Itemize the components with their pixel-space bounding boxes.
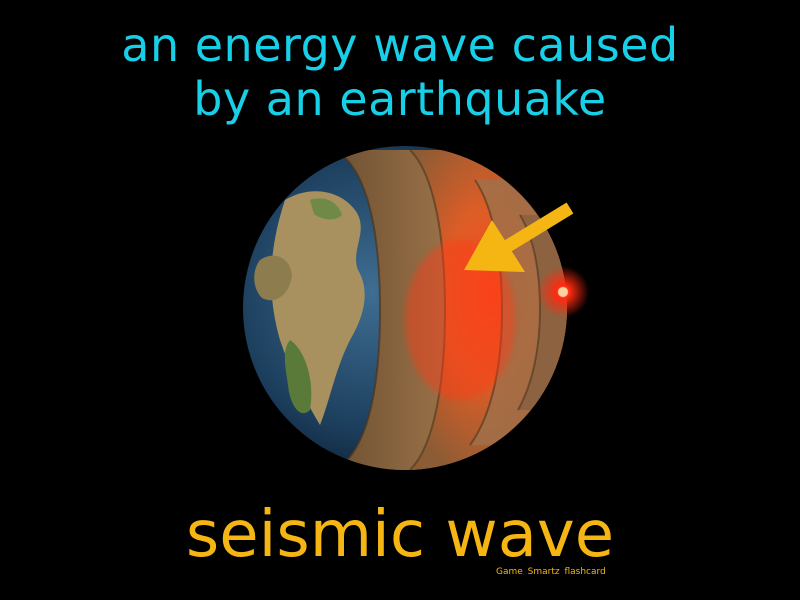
earth-cutaway-icon (243, 146, 589, 470)
term-title: seismic wave (185, 498, 615, 572)
globe (243, 146, 567, 470)
definition-line-2: by an earthquake (193, 72, 607, 126)
arrow-icon (464, 202, 574, 272)
definition-line-1: an energy wave caused (121, 18, 679, 72)
epicenter-glow-icon (537, 266, 589, 318)
earth-illustration (230, 140, 590, 480)
brand-label: Game Smartz flashcard (496, 567, 606, 577)
definition-text: an energy wave caused by an earthquake (0, 18, 800, 126)
